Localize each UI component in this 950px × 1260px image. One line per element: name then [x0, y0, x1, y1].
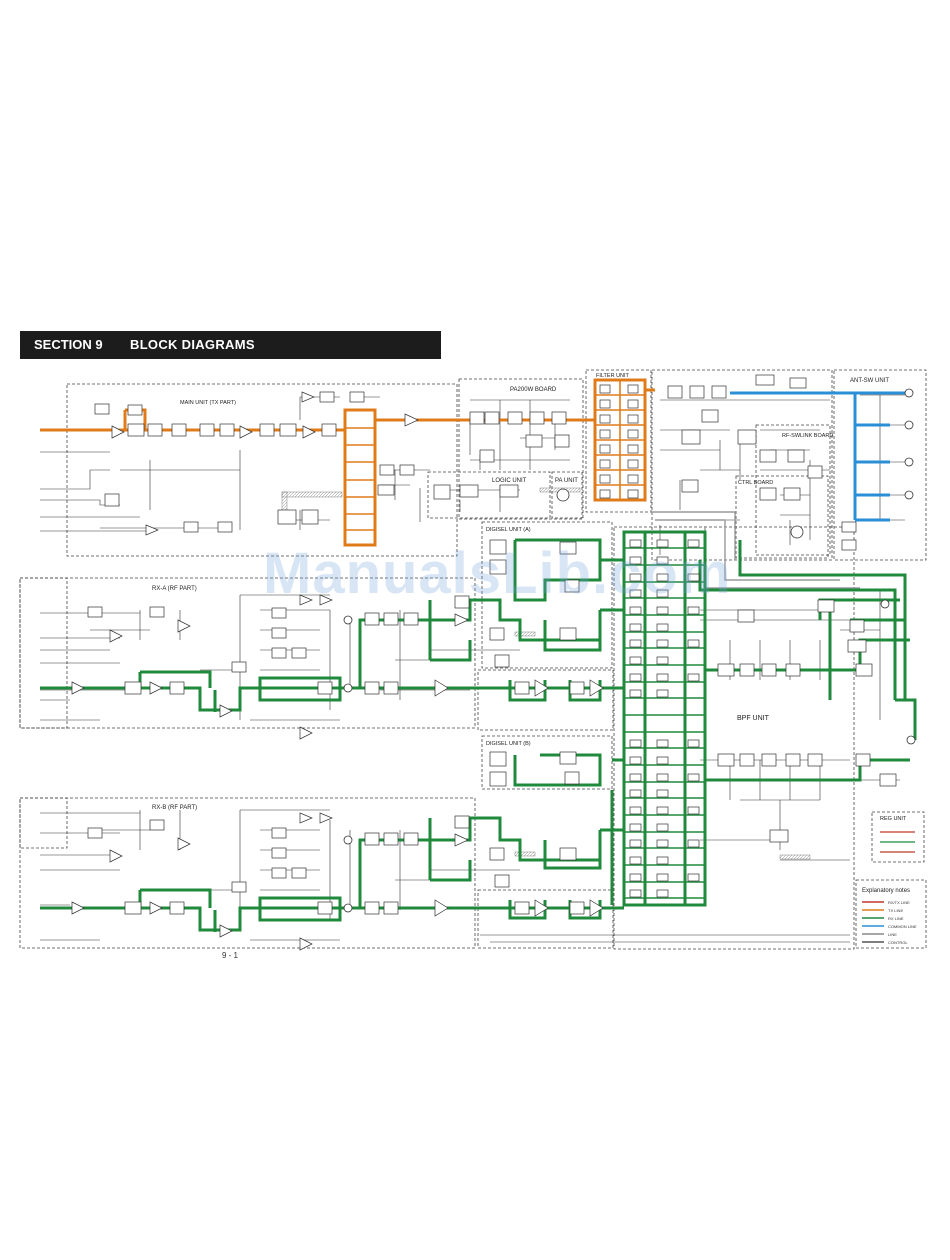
label-filter-unit: FILTER UNIT	[596, 373, 630, 379]
digisel-a-box	[481, 521, 613, 669]
legend-label: COMMON LINE	[888, 924, 917, 929]
label-pa200w: PA200W BOARD	[510, 387, 557, 393]
label-ant-sw: ANT-SW UNIT	[850, 378, 889, 384]
rx-a-ext-box	[19, 577, 68, 729]
label-ctrl-board: CTRL BOARD	[738, 480, 773, 486]
legend: Explanatory notes RX/TX LINE TX LINE RX LI…	[862, 888, 917, 945]
watermark: ManualsLib.com	[263, 541, 732, 606]
legend-label: RX/TX LINE	[888, 900, 910, 905]
main-unit-box	[66, 383, 458, 557]
pa-unit-box	[551, 471, 583, 519]
legend-label: CONTROL	[888, 940, 908, 945]
rx-a-box	[19, 577, 476, 729]
legend-label: RX LINE	[888, 916, 904, 921]
section-header: SECTION 9 BLOCK DIAGRAMS	[20, 331, 441, 359]
legend-label: LINE	[888, 932, 897, 937]
label-reg-unit: REG UNIT	[880, 816, 907, 822]
page-number: 9 - 1	[222, 951, 239, 960]
label-logic-unit: LOGIC UNIT	[492, 478, 527, 484]
label-main-unit: MAIN UNIT (TX PART)	[180, 400, 236, 406]
rx-b-box	[19, 797, 476, 949]
bpf-box	[613, 526, 855, 950]
label-pa-unit: PA UNIT	[555, 478, 578, 484]
section-number: SECTION 9	[34, 337, 103, 352]
legend-title: Explanatory notes	[862, 888, 910, 894]
right-upper-box	[651, 369, 833, 561]
label-bpf-unit: BPF UNIT	[737, 715, 770, 722]
filter-unit-box	[585, 369, 652, 513]
section-title: BLOCK DIAGRAMS	[130, 337, 255, 352]
label-rf-swr: RF-SWLINK BOARD	[782, 433, 833, 439]
legend-label: TX LINE	[888, 908, 903, 913]
label-digisel-b: DIGISEL UNIT (B)	[486, 741, 531, 747]
legend-box	[855, 879, 927, 949]
rf-swr-box	[755, 424, 831, 556]
digisel-b-box	[481, 735, 613, 790]
label-rx-b: RX-B (RF PART)	[152, 805, 197, 811]
reg-unit-box	[871, 811, 925, 863]
digisel-a-lower-box	[477, 669, 614, 731]
ctrl-board-box	[735, 475, 829, 559]
logic-unit-box	[427, 471, 551, 519]
pa200w-box	[458, 378, 584, 520]
label-digisel-a: DIGISEL UNIT (A)	[486, 527, 531, 533]
digisel-b-lower-box	[477, 889, 614, 949]
label-rx-a: RX-A (RF PART)	[152, 586, 197, 592]
rx-b-ext-box	[19, 797, 68, 849]
ant-sw-box	[833, 369, 927, 561]
